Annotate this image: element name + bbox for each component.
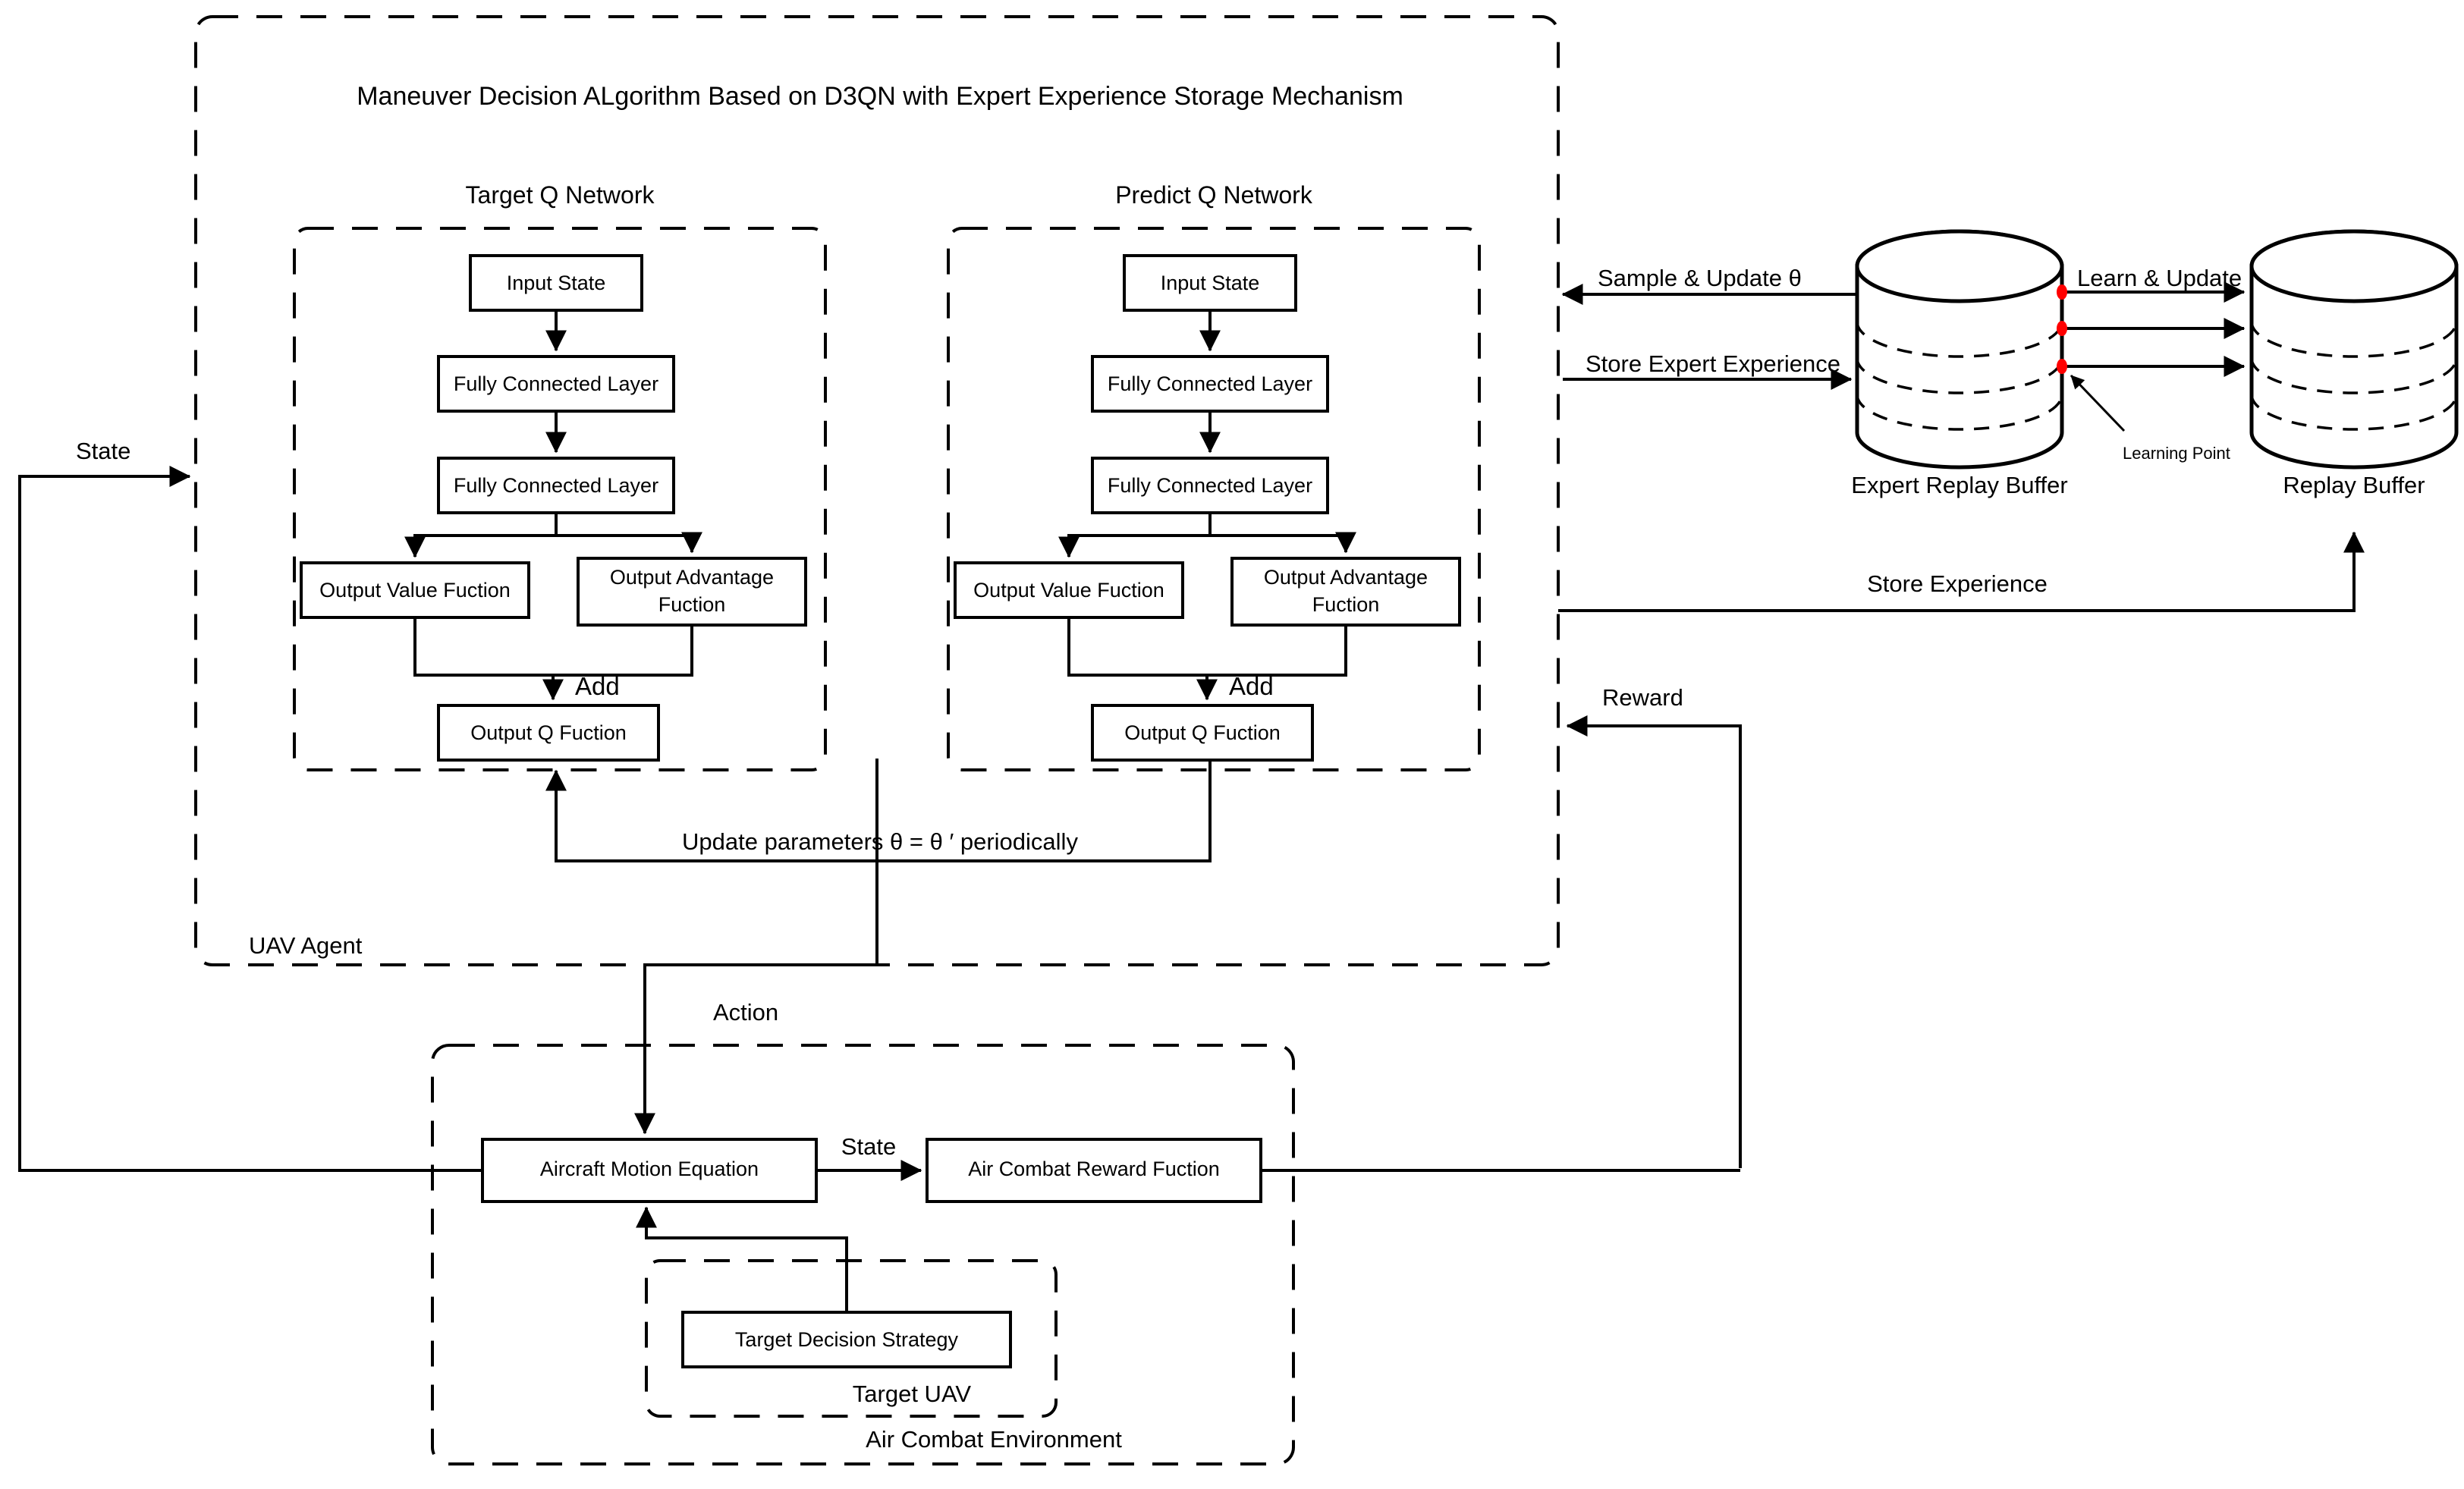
air-combat-reward-function-label: Air Combat Reward Fuction — [968, 1158, 1220, 1180]
target-q-output-q-label: Output Q Fuction — [470, 721, 627, 744]
target-q-output-value-box — [300, 561, 530, 619]
air-combat-reward-function-box — [926, 1138, 1262, 1203]
air-combat-environment-label: Air Combat Environment — [866, 1426, 1122, 1453]
target-q-edge-fc2-split — [413, 513, 558, 557]
action-label: Action — [713, 999, 778, 1026]
target-q-fc1-label: Fully Connected Layer — [454, 372, 658, 395]
aircraft-motion-equation-label: Aircraft Motion Equation — [540, 1158, 759, 1180]
replay-buffer-divider-3 — [2250, 394, 2458, 431]
predict-q-fc1-label: Fully Connected Layer — [1108, 372, 1312, 395]
expert-buffer-divider-2 — [1856, 357, 2063, 394]
target-uav-container — [645, 1259, 1058, 1418]
predict-q-output-advantage-box — [1230, 557, 1461, 627]
diagram-title: Maneuver Decision ALgorithm Based on D3Q… — [357, 82, 1403, 111]
state-left-label: State — [76, 438, 130, 464]
target-uav-label: Target UAV — [853, 1381, 972, 1407]
target-strategy-feedback-edge — [636, 1206, 848, 1312]
learning-point-dot-1 — [2057, 284, 2067, 300]
predict-q-fc2-label: Fully Connected Layer — [1108, 474, 1312, 497]
store-expert-experience-label: Store Expert Experience — [1586, 350, 1840, 377]
predict-q-output-advantage-label-1: Output Advantage — [1264, 566, 1428, 589]
predict-q-add-label: Add — [1229, 672, 1274, 700]
target-q-output-advantage-label-1: Output Advantage — [610, 566, 774, 589]
replay-buffer-divider-2 — [2250, 357, 2458, 394]
target-q-input-state-label: Input State — [507, 272, 606, 294]
store-experience-edge — [1558, 531, 2365, 612]
predict-q-output-q-box — [1091, 704, 1314, 762]
target-q-network-title: Target Q Network — [466, 181, 655, 209]
replay-buffer-label: Replay Buffer — [2283, 472, 2425, 498]
sample-update-label: Sample & Update θ — [1598, 265, 1802, 291]
update-parameters-edge — [545, 760, 1212, 862]
expert-replay-buffer-label: Expert Replay Buffer — [1851, 472, 2067, 498]
target-q-output-q-box — [437, 704, 660, 762]
state-mid-label: State — [841, 1133, 896, 1160]
air-combat-environment-container — [431, 1044, 1295, 1465]
reward-label: Reward — [1602, 684, 1683, 711]
learning-point-label: Learning Point — [2123, 444, 2230, 463]
target-decision-strategy-box — [681, 1311, 1012, 1368]
action-edge — [634, 759, 878, 1135]
target-q-fc2-label: Fully Connected Layer — [454, 474, 658, 497]
learning-point-leader — [2070, 374, 2126, 432]
expert-buffer-divider-1 — [1856, 321, 2063, 358]
predict-q-edge-fc2-split — [1067, 513, 1212, 557]
learning-point-dot-2 — [2057, 321, 2067, 336]
predict-q-output-advantage-label-2: Fuction — [1312, 593, 1380, 616]
predict-q-output-q-label: Output Q Fuction — [1124, 721, 1281, 744]
predict-q-edge-split-to-advantage — [1210, 532, 1356, 554]
target-q-output-value-label: Output Value Fuction — [319, 579, 511, 602]
target-q-output-advantage-label-2: Fuction — [658, 593, 726, 616]
reward-edge — [1566, 715, 1742, 1168]
replay-buffer — [2249, 229, 2459, 470]
predict-q-input-state-label: Input State — [1161, 272, 1260, 294]
target-q-add-label: Add — [575, 672, 620, 700]
store-experience-label: Store Experience — [1867, 570, 2048, 597]
learn-update-label: Learn & Update — [2077, 265, 2242, 291]
update-parameters-label: Update parameters θ = θ ′ periodically — [682, 828, 1078, 855]
target-decision-strategy-label: Target Decision Strategy — [735, 1328, 959, 1351]
predict-q-network-title: Predict Q Network — [1115, 181, 1313, 209]
learning-point-dot-3 — [2057, 359, 2067, 374]
expert-buffer-divider-3 — [1856, 394, 2063, 431]
state-left-edge — [18, 466, 482, 1172]
expert-replay-buffer — [1855, 229, 2064, 470]
target-q-edge-split-to-advantage — [556, 532, 702, 554]
replay-buffer-divider-1 — [2250, 321, 2458, 358]
target-q-fc2-box — [437, 457, 675, 514]
uav-agent-label: UAV Agent — [249, 932, 363, 959]
predict-q-output-value-label: Output Value Fuction — [973, 579, 1164, 602]
